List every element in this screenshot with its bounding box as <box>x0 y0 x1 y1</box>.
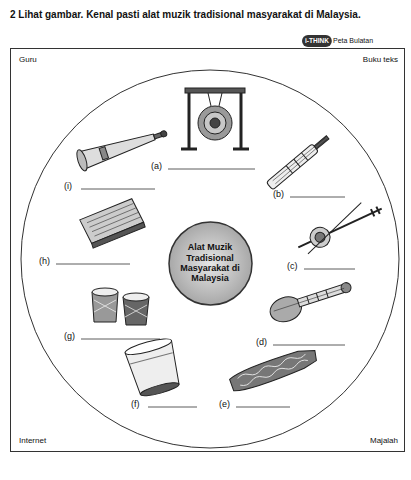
lute-drawing-part <box>275 139 328 183</box>
callout-letter: (g) <box>64 331 75 341</box>
topic-text: Alat Muzik Tradisional Masyarakat di Mal… <box>178 242 242 283</box>
callout-letter: (f) <box>131 399 140 409</box>
tabla-drawing-part <box>123 293 149 301</box>
tabla-drawing <box>92 288 149 325</box>
veena-drawing-part <box>340 281 353 294</box>
answer-blank-lines-part <box>148 407 197 408</box>
serunai-drawing <box>75 122 170 172</box>
answer-blank-lines-part <box>81 189 155 190</box>
zither-drawing <box>79 198 147 250</box>
gong-drawing-part <box>181 148 197 151</box>
veena-drawing <box>267 277 355 326</box>
drum-drawing <box>124 336 184 400</box>
answer-blank-lines-part <box>304 269 355 270</box>
gong-drawing-part <box>185 88 245 93</box>
lute-drawing-part <box>314 136 329 149</box>
callout-letter: (d) <box>256 337 267 347</box>
serunai-drawing-part <box>160 130 168 138</box>
lute-drawing-part <box>286 166 292 174</box>
answer-blank-lines-part <box>56 264 130 265</box>
rebab-drawing-part <box>371 209 374 216</box>
callout-letter: (b) <box>273 189 284 199</box>
gong-drawing-part <box>198 106 232 140</box>
rebab-drawing <box>292 196 386 257</box>
topic-circle: Alat Muzik Tradisional Masyarakat di Mal… <box>168 221 253 306</box>
zither-drawing-part <box>88 208 137 227</box>
badge-pill <box>302 35 332 47</box>
sape-drawing <box>228 345 319 395</box>
lute-drawing-part <box>294 159 300 167</box>
tabla-drawing-part <box>92 288 118 296</box>
badge-text: i-THINK <box>305 37 329 44</box>
reference-source: Buku teks <box>363 55 398 64</box>
drum-drawing-part <box>130 353 173 364</box>
gong-drawing-part <box>240 93 243 148</box>
zither-drawing-part <box>91 212 140 231</box>
veena-drawing-part <box>274 288 344 311</box>
answer-blank-lines-part <box>168 169 255 170</box>
serunai-drawing-part <box>75 149 89 172</box>
answer-blank-lines-part <box>236 407 290 408</box>
outer-circle: (a) (b) (c) (d) (e) (f) (g) (h) (i) Alat Muzik Tr… <box>20 69 400 449</box>
reference-source: Majalah <box>370 436 398 445</box>
gong-drawing-part <box>233 148 249 151</box>
zither-drawing-part <box>86 204 135 223</box>
outer-circle-shape <box>21 70 399 448</box>
answer-blank-lines-part <box>273 345 345 346</box>
lute-drawing-part <box>301 153 307 161</box>
serunai-drawing-part <box>81 128 157 168</box>
callout-letter: (a) <box>151 161 162 171</box>
frame-of-reference: Guru Buku teksInternet Majalah (a) (b) (c) (d)… <box>10 48 405 452</box>
answer-blank-lines <box>56 169 355 407</box>
lute-drawing <box>266 133 331 190</box>
gong-drawing-part <box>188 93 191 148</box>
rebab-drawing-part <box>307 224 334 251</box>
lute-drawing-part <box>273 137 326 181</box>
sape-drawing-part <box>228 345 319 395</box>
answer-blank-lines-part <box>81 339 160 340</box>
rebab-drawing-part <box>376 207 379 214</box>
callout-letter: (e) <box>219 399 230 409</box>
gong-drawing-part <box>210 118 220 128</box>
map-type-label: Peta Bulatan <box>333 37 373 45</box>
lute-drawing-part <box>266 144 318 190</box>
serunai-drawing-part <box>99 147 108 160</box>
callout-letter: (i) <box>64 181 72 191</box>
gong-drawing <box>181 88 249 149</box>
zither-drawing-part <box>93 217 142 236</box>
drum-drawing-part <box>139 380 180 398</box>
callout-letter: (h) <box>39 256 50 266</box>
sape-drawing-part <box>240 359 309 387</box>
rebab-drawing-part <box>298 203 372 254</box>
exercise-title: 2 Lihat gambar. Kenal pasti alat muzik t… <box>10 9 361 21</box>
gong-drawing-part <box>208 93 211 106</box>
topic-circle-shape <box>169 222 252 305</box>
reference-source: Guru <box>19 55 37 64</box>
sape-drawing-part <box>237 352 306 380</box>
tabla-drawing-part <box>94 300 116 312</box>
gong-drawing-part <box>219 93 222 106</box>
reference-source: Internet <box>19 436 46 445</box>
tabla-drawing-part <box>125 305 147 317</box>
callout-letter: (c) <box>287 261 298 271</box>
gong-drawing-part <box>204 112 226 134</box>
veena-drawing-part <box>267 293 305 326</box>
answer-blank-lines-part <box>290 197 345 198</box>
